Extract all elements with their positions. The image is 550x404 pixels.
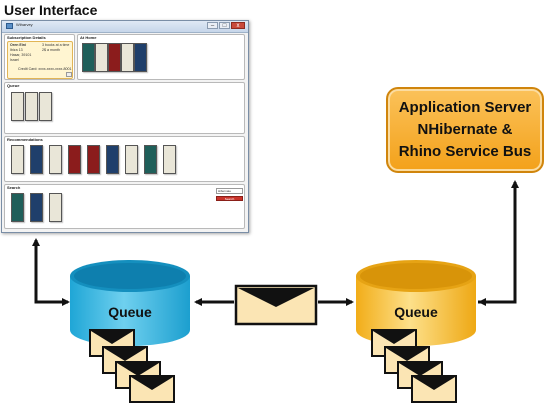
server-line: Application Server (398, 99, 532, 116)
right-message-stack-icon (371, 329, 457, 403)
book-cover[interactable] (49, 193, 62, 222)
address-line: Ibiza 13 (10, 48, 23, 52)
left-queue-cylinder (70, 260, 190, 346)
maximize-button[interactable]: □ (219, 22, 230, 29)
app-window: Wiharvey – □ x Subscription Details Oren… (1, 20, 249, 233)
search-label: Search (7, 185, 21, 190)
queue-label: Queue (7, 83, 20, 88)
ui-to-queue-arrow (34, 240, 70, 306)
server-line: NHibernate & (417, 121, 513, 138)
server-line: Rhino Service Bus (398, 143, 532, 160)
book-cover[interactable] (121, 43, 134, 72)
book-cover[interactable] (39, 92, 52, 121)
at-home-label: At Home (80, 35, 97, 40)
server-to-queue-arrow (478, 250, 517, 306)
subscription-label: Subscription Details (7, 35, 46, 40)
book-cover[interactable] (68, 145, 81, 174)
search-button[interactable]: Search (216, 196, 243, 201)
minimize-button[interactable]: – (207, 22, 218, 29)
window-title: Wiharvey (16, 22, 33, 27)
message-envelope-icon (234, 284, 318, 326)
plan-line: 2$ a month (42, 48, 60, 52)
search-panel: Search Hibernate Search (4, 184, 245, 229)
book-cover[interactable] (144, 145, 157, 174)
book-cover[interactable] (134, 43, 147, 72)
address-line: Israel (10, 58, 19, 62)
book-cover[interactable] (25, 92, 38, 121)
book-cover[interactable] (49, 145, 62, 174)
recommendations-label: Recommendations (7, 137, 43, 142)
book-cover[interactable] (106, 145, 119, 174)
subscription-panel: Subscription Details Oren Eini Ibiza 13 … (4, 34, 75, 80)
close-button[interactable]: x (231, 22, 245, 29)
left-message-stack-icon (89, 329, 175, 403)
page-title: User Interface (4, 2, 98, 18)
recommendations-panel: Recommendations (4, 136, 245, 182)
book-cover[interactable] (30, 193, 43, 222)
plan-line: 3 books at a time (42, 43, 70, 47)
window-titlebar: Wiharvey – □ x (2, 21, 248, 33)
book-cover[interactable] (125, 145, 138, 174)
queue-panel: Queue (4, 82, 245, 134)
book-cover[interactable] (11, 193, 24, 222)
at-home-panel: At Home (77, 34, 245, 80)
address-line: Hasar, 39101 (10, 53, 32, 57)
application-server-box: Application Server NHibernate & Rhino Se… (386, 87, 544, 173)
left-queue-label: Queue (108, 304, 152, 320)
queue-to-server-arrow (478, 180, 519, 304)
app-icon (6, 23, 13, 29)
book-cover[interactable] (11, 145, 24, 174)
book-cover[interactable] (87, 145, 100, 174)
credit-card-text: Credit Card: xxxx-xxxx-xxxx-8001 (18, 67, 72, 71)
book-cover[interactable] (30, 145, 43, 174)
book-cover[interactable] (163, 145, 176, 174)
edit-icon[interactable] (66, 72, 72, 77)
book-cover[interactable] (11, 92, 24, 121)
right-queue-label: Queue (394, 304, 438, 320)
subscriber-name: Oren Eini (10, 43, 26, 47)
book-cover[interactable] (95, 43, 108, 72)
book-cover[interactable] (82, 43, 95, 72)
right-queue-cylinder (356, 260, 476, 346)
book-cover[interactable] (108, 43, 121, 72)
search-input[interactable]: Hibernate (216, 188, 243, 194)
subscription-card: Oren Eini Ibiza 13 Hasar, 39101 Israel 3… (7, 41, 73, 79)
